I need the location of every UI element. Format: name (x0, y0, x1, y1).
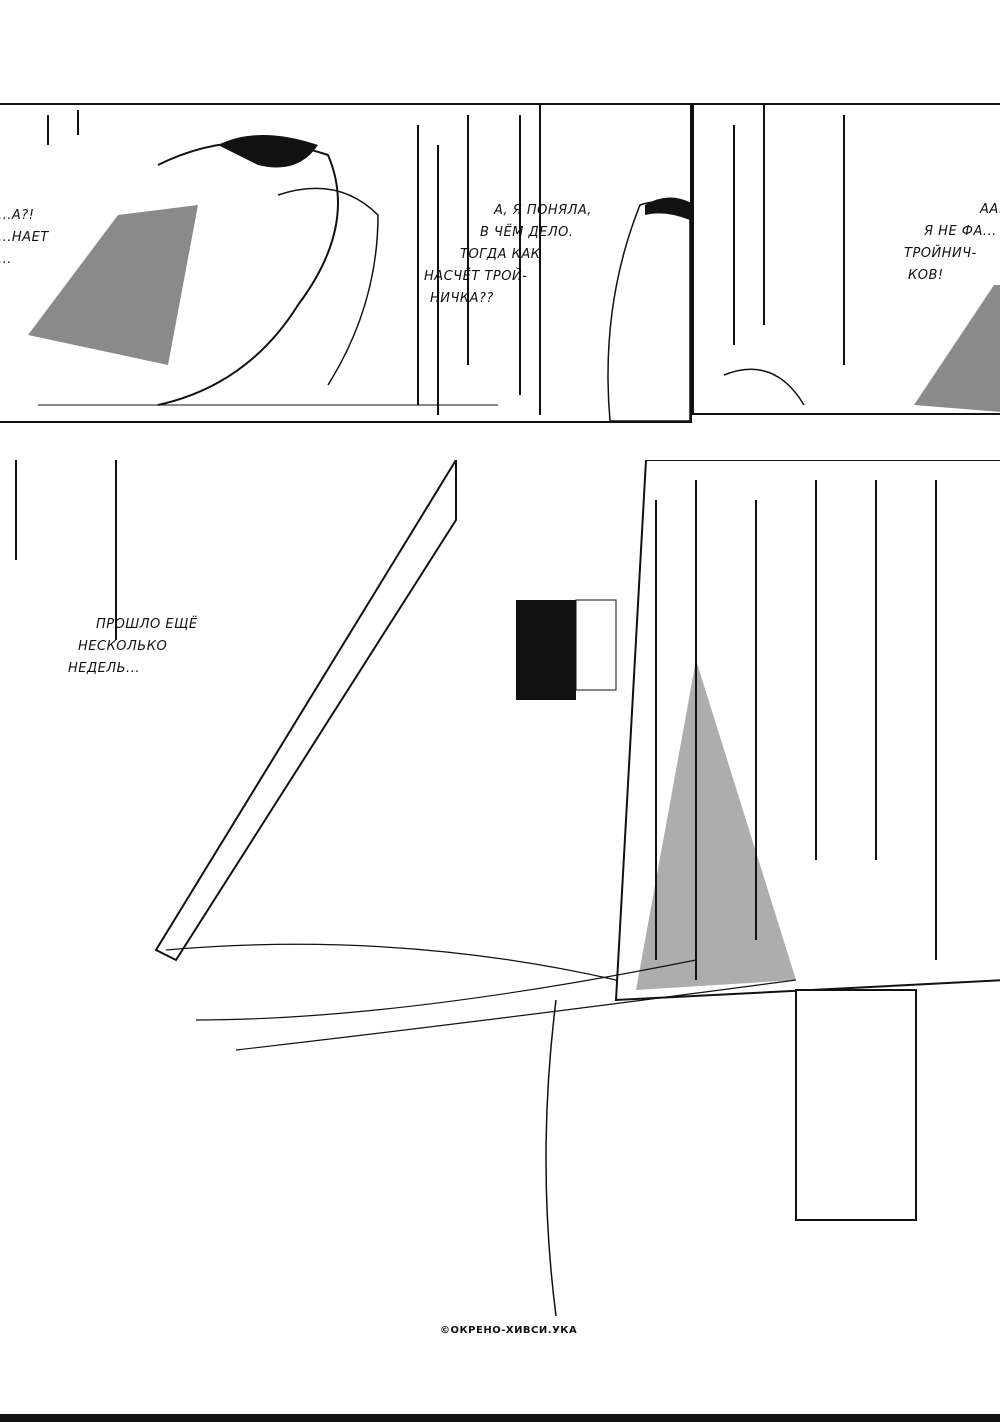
manga-artwork-man (519, 105, 690, 421)
manga-artwork-street (15, 460, 1000, 1316)
manga-artwork-refusal (723, 105, 1000, 412)
panel-couple-talking: ...А?! ...НАЕТ ... (0, 103, 504, 423)
speech-line: ТРОЙНИЧ- (904, 246, 977, 261)
speech-line: ...А?! (0, 208, 35, 223)
caption-line: ПРОШЛО ЕЩЁ (96, 617, 198, 632)
panel-street: ПРОШЛО ЕЩЁ НЕСКОЛЬКО НЕДЕЛЬ... (0, 460, 1000, 1316)
bottom-border (0, 1414, 1000, 1422)
speech-line: В ЧЁМ ДЕЛО. (480, 225, 574, 240)
manga-artwork-couple (28, 110, 498, 415)
speech-line: НИЧКА?? (430, 291, 494, 306)
caption-line: НЕСКОЛЬКО (78, 639, 168, 654)
scanlation-credit: ©ОКРЕНО-ХИВСИ.УКА (440, 1325, 578, 1336)
speech-line: НАСЧЁТ ТРОЙ- (424, 269, 528, 284)
panel-offer (500, 103, 692, 423)
panel-refusal: АА... Я НЕ ФА... ТРОЙНИЧ- КОВ! (692, 103, 1000, 415)
caption-line: НЕДЕЛЬ... (68, 661, 140, 676)
speech-line: ...НАЕТ (0, 230, 49, 245)
speech-line: ТОГДА КАК (460, 247, 541, 262)
speech-text-offer: А, Я ПОНЯЛА, В ЧЁМ ДЕЛО. ТОГДА КАК НАСЧЁ… (424, 200, 592, 310)
speech-line: Я НЕ ФА... (924, 224, 997, 239)
speech-line: А, Я ПОНЯЛА, (494, 203, 592, 218)
caption-text: ПРОШЛО ЕЩЁ НЕСКОЛЬКО НЕДЕЛЬ... (68, 614, 198, 680)
speech-text-left: ...А?! ...НАЕТ ... (0, 205, 49, 271)
speech-line: ... (0, 252, 12, 267)
speech-line: КОВ! (908, 268, 944, 283)
speech-line: АА... (980, 202, 1000, 217)
speech-text-refusal: АА... Я НЕ ФА... ТРОЙНИЧ- КОВ! (904, 199, 1000, 287)
